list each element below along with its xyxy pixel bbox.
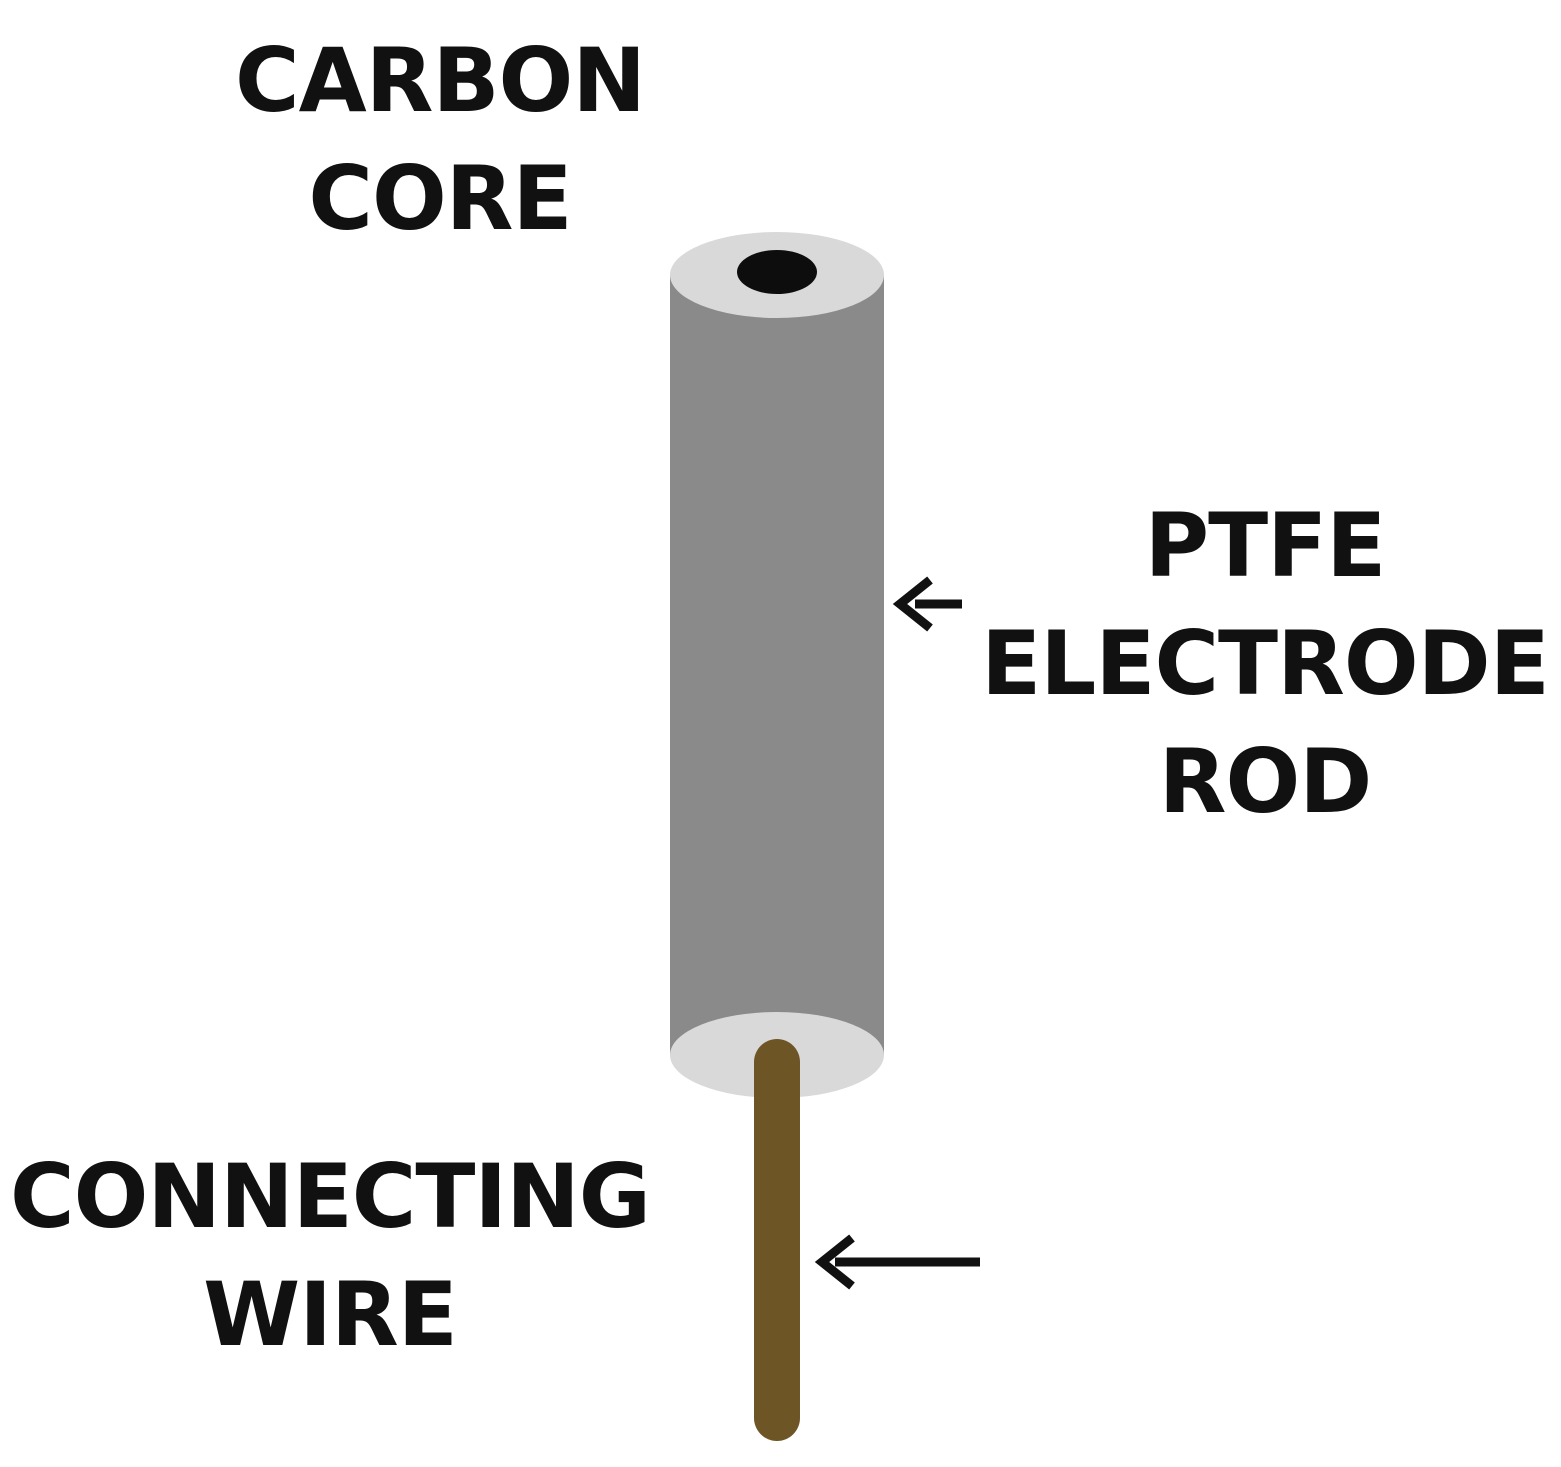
connecting-wire-label-line-1: CONNECTING [10, 1145, 651, 1248]
ptfe-rod-label-line-2: ELECTRODE [981, 612, 1550, 715]
carbon-core-label-line-2: CORE [308, 147, 572, 250]
ptfe-rod-label-line-1: PTFE [1144, 494, 1387, 597]
ptfe-rod-label-line-3: ROD [1158, 730, 1373, 833]
ptfe-rod-label: PTFE ELECTRODE ROD [975, 487, 1555, 841]
connecting-wire-arrow [814, 1234, 980, 1290]
connecting-wire-label: CONNECTING WIRE [10, 1138, 651, 1374]
ptfe-rod-body [670, 275, 884, 1055]
connecting-wire-label-line-2: WIRE [203, 1263, 458, 1366]
ptfe-rod-arrow [892, 576, 962, 632]
carbon-core-label-line-1: CARBON [235, 29, 646, 132]
carbon-core [737, 250, 817, 294]
carbon-core-label: CARBON CORE [210, 22, 670, 258]
